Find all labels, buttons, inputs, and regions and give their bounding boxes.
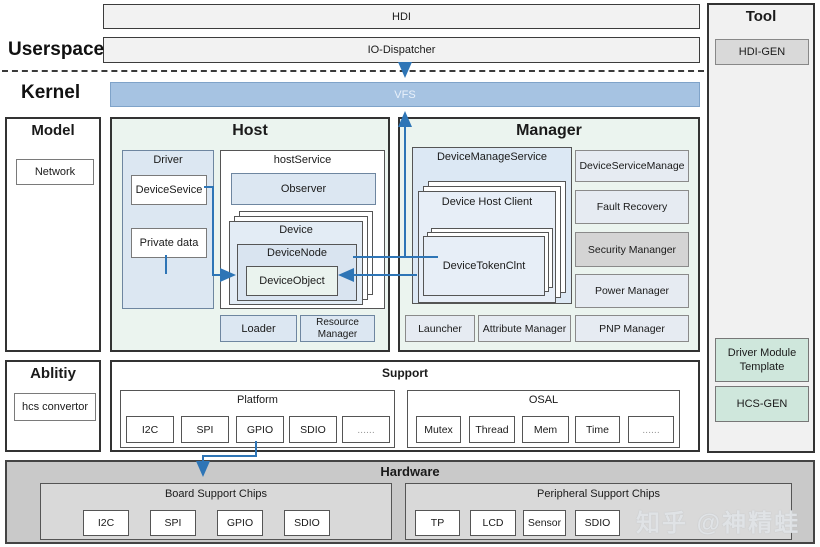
security-manager-box: Security Mananger bbox=[575, 232, 689, 267]
peripheral-chip-tp: TP bbox=[415, 510, 460, 536]
hcs-gen-box: HCS-GEN bbox=[715, 386, 809, 422]
board-chip-i2c: I2C bbox=[83, 510, 129, 536]
hardware-panel: Hardware Board Support Chips I2C SPI GPI… bbox=[5, 460, 815, 544]
board-support-chips-box: Board Support Chips I2C SPI GPIO SDIO bbox=[40, 483, 392, 540]
peripheral-chip-lcd: LCD bbox=[470, 510, 516, 536]
power-manager-box: Power Manager bbox=[575, 274, 689, 308]
peripheral-chip-sdio: SDIO bbox=[575, 510, 620, 536]
support-title: Support bbox=[382, 366, 428, 380]
manager-panel: Manager DeviceManageService Device Host … bbox=[398, 117, 700, 352]
vfs-label: VFS bbox=[394, 88, 416, 101]
platform-chip-i2c: I2C bbox=[126, 416, 174, 443]
observer-box: Observer bbox=[231, 173, 376, 205]
osal-chip-mutex: Mutex bbox=[416, 416, 461, 443]
osal-title: OSAL bbox=[528, 394, 559, 406]
io-dispatcher-bar: IO-Dispatcher bbox=[103, 37, 700, 63]
board-support-chips-title: Board Support Chips bbox=[164, 488, 268, 500]
driver-module-template-box: Driver Module Template bbox=[715, 338, 809, 382]
platform-chip-more: ...... bbox=[342, 416, 390, 443]
osal-chip-thread: Thread bbox=[469, 416, 515, 443]
board-chip-spi: SPI bbox=[150, 510, 196, 536]
fault-recovery-box: Fault Recovery bbox=[575, 190, 689, 224]
attribute-manager-box: Attribute Manager bbox=[478, 315, 571, 342]
kernel-label: Kernel bbox=[21, 82, 81, 103]
device-box: Device DeviceNode DeviceObject bbox=[229, 221, 363, 305]
private-data-box: Private data bbox=[131, 228, 207, 258]
platform-chip-sdio: SDIO bbox=[289, 416, 337, 443]
tool-title: Tool bbox=[745, 8, 777, 25]
userspace-kernel-divider bbox=[2, 70, 704, 72]
driver-title: Driver bbox=[153, 154, 183, 166]
vfs-bar: VFS bbox=[110, 82, 700, 107]
device-node-title: DeviceNode bbox=[267, 247, 327, 259]
pnp-manager-box: PNP Manager bbox=[575, 315, 689, 342]
board-chip-gpio: GPIO bbox=[217, 510, 263, 536]
hdi-gen-box: HDI-GEN bbox=[715, 39, 809, 65]
hdi-label: HDI bbox=[392, 10, 411, 23]
model-panel: Model Network bbox=[5, 117, 101, 352]
device-service-manage-box: DeviceServiceManage bbox=[575, 150, 689, 182]
tool-panel: Tool HDI-GEN Driver Module Template HCS-… bbox=[707, 3, 815, 453]
manager-title: Manager bbox=[516, 122, 582, 139]
osal-box: OSAL Mutex Thread Mem Time ...... bbox=[407, 390, 680, 448]
peripheral-chip-sensor: Sensor bbox=[523, 510, 566, 536]
resource-manager-box: Resource Manager bbox=[300, 315, 375, 342]
ability-title: Ablitiy bbox=[30, 365, 76, 382]
device-token-clnt-box: DeviceTokenClnt bbox=[423, 236, 545, 296]
device-host-client-title: Device Host Client bbox=[441, 196, 533, 208]
watermark: 知乎 @神精蛙 bbox=[636, 510, 801, 537]
device-host-client-box: Device Host Client DeviceTokenClnt bbox=[418, 191, 556, 303]
peripheral-support-chips-title: Peripheral Support Chips bbox=[537, 488, 660, 500]
device-manage-service-box: DeviceManageService Device Host Client D… bbox=[412, 147, 572, 304]
ability-item-hcs-convertor: hcs convertor bbox=[14, 393, 96, 421]
platform-box: Platform I2C SPI GPIO SDIO ...... bbox=[120, 390, 395, 448]
userspace-label: Userspace bbox=[8, 39, 105, 60]
osal-chip-mem: Mem bbox=[522, 416, 569, 443]
platform-chip-spi: SPI bbox=[181, 416, 229, 443]
platform-chip-gpio: GPIO bbox=[236, 416, 284, 443]
platform-title: Platform bbox=[237, 394, 278, 406]
driver-box: Driver DeviceSevice Private data bbox=[122, 150, 214, 309]
support-panel: Support Platform I2C SPI GPIO SDIO .....… bbox=[110, 360, 700, 452]
osal-chip-more: ...... bbox=[628, 416, 674, 443]
device-node-box: DeviceNode DeviceObject bbox=[237, 244, 357, 301]
host-title: Host bbox=[232, 122, 268, 139]
model-item-network: Network bbox=[16, 159, 94, 185]
device-sevice-box: DeviceSevice bbox=[131, 175, 207, 205]
io-dispatcher-label: IO-Dispatcher bbox=[367, 44, 436, 56]
osal-chip-time: Time bbox=[575, 416, 620, 443]
device-object-box: DeviceObject bbox=[246, 266, 338, 296]
host-service-title: hostService bbox=[273, 154, 332, 166]
device-manage-service-title: DeviceManageService bbox=[436, 151, 548, 163]
hardware-title: Hardware bbox=[380, 464, 440, 479]
device-title: Device bbox=[279, 224, 313, 236]
hdi-bar: HDI bbox=[103, 4, 700, 29]
launcher-box: Launcher bbox=[405, 315, 475, 342]
ability-panel: Ablitiy hcs convertor bbox=[5, 360, 101, 452]
board-chip-sdio: SDIO bbox=[284, 510, 330, 536]
peripheral-support-chips-box: Peripheral Support Chips TP LCD Sensor S… bbox=[405, 483, 792, 540]
loader-box: Loader bbox=[220, 315, 297, 342]
host-service-box: hostService Observer Device DeviceNode D… bbox=[220, 150, 385, 309]
host-panel: Host Driver DeviceSevice Private data ho… bbox=[110, 117, 390, 352]
model-title: Model bbox=[31, 122, 75, 139]
